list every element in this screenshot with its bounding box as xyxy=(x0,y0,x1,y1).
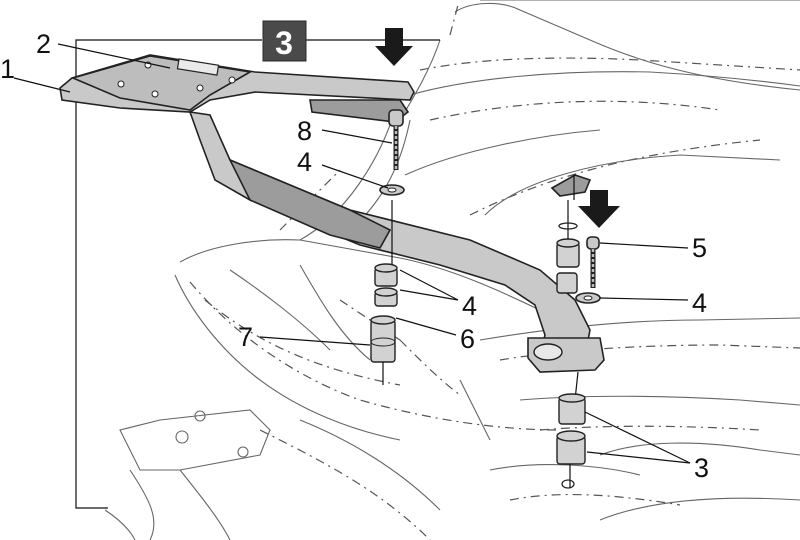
down-arrow-icon xyxy=(578,190,620,228)
callout-6: 6 xyxy=(460,324,475,354)
callout-4-spacers-left: 4 xyxy=(462,291,477,321)
left-hardware-stack xyxy=(370,109,405,385)
right-hardware-stack xyxy=(550,174,601,489)
callout-8: 8 xyxy=(297,116,312,146)
callout-4-washer-left: 4 xyxy=(297,147,312,177)
step-number: 3 xyxy=(275,25,293,61)
rack-arm xyxy=(188,111,605,373)
step-badge xyxy=(262,20,307,62)
callout-2: 2 xyxy=(36,29,51,59)
down-arrow-icon xyxy=(375,28,413,66)
callout-3: 3 xyxy=(694,453,709,483)
step-bracket-line xyxy=(75,39,262,509)
callout-5: 5 xyxy=(692,233,707,263)
top-rack-plate xyxy=(59,54,415,123)
callout-1: 1 xyxy=(0,54,15,84)
callout-4-washer-right: 4 xyxy=(692,288,707,318)
motorcycle-body-outline xyxy=(104,0,800,540)
callout-7: 7 xyxy=(238,322,253,352)
callout-leaders xyxy=(13,43,691,464)
